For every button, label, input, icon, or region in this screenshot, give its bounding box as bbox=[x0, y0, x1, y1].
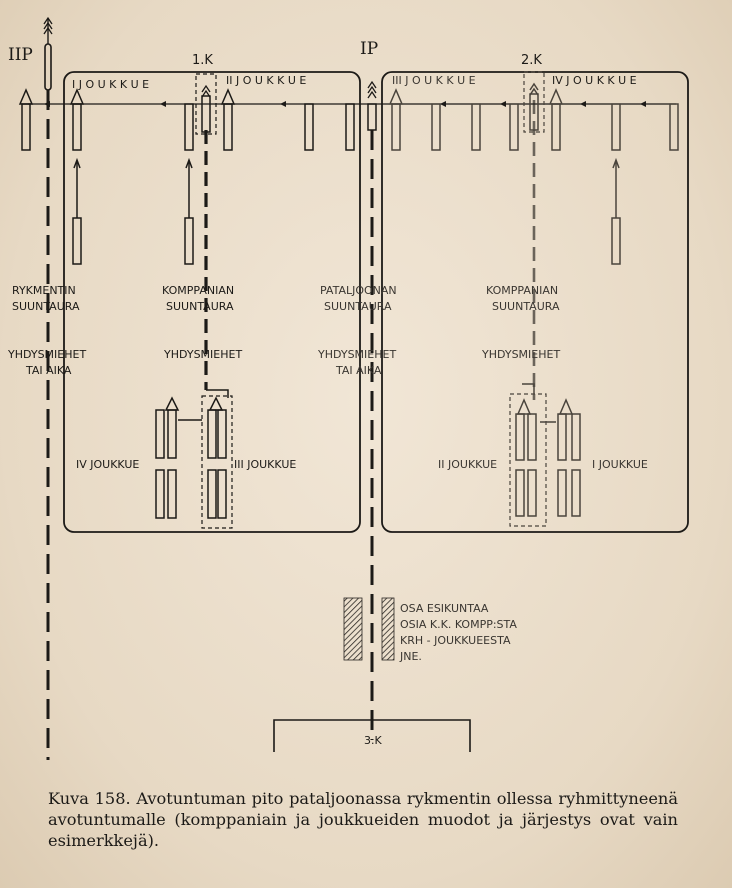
company-1-link-label: YHDYSMIEHET bbox=[163, 348, 242, 361]
hq-label-3: KRH - JOUKKUEESTA bbox=[400, 634, 511, 647]
right-ii-platoon-label: II JOUKKUE bbox=[438, 458, 497, 471]
regiment-ip-label: IIP bbox=[8, 45, 33, 65]
company-1-ip-marker bbox=[201, 84, 211, 98]
platoon-3-label: III J O U K K U E bbox=[392, 74, 476, 87]
battalion-ip-marker bbox=[367, 80, 377, 99]
company-2-hq-frame bbox=[523, 71, 545, 133]
battalion-axis-label-1: PATALJOONAN bbox=[320, 284, 397, 297]
platoon-1-label: I J O U K K U E bbox=[72, 78, 149, 91]
company-3-label: 3.K bbox=[364, 734, 382, 747]
company-2-link-label: YHDYSMIEHET bbox=[481, 348, 560, 361]
company-2-rear-platoons bbox=[515, 383, 581, 517]
company-1-axis-label-2: SUUNTAURA bbox=[166, 300, 234, 313]
platoon-2-label: II J O U K K U E bbox=[226, 74, 306, 87]
company-1-axis-label-1: KOMPPANIAN bbox=[162, 284, 234, 297]
company-2-axis-label-1: KOMPPANIAN bbox=[486, 284, 558, 297]
left-iii-platoon-label: III JOUKKUE bbox=[234, 458, 296, 471]
battalion-link-label-1: YHDYSMIEHET bbox=[317, 348, 396, 361]
front-squads-right bbox=[388, 82, 679, 265]
figure-caption: Kuva 158. Avotuntuman pito pataljoonassa… bbox=[48, 789, 678, 850]
hq-hatched-left bbox=[343, 597, 363, 661]
company-1-rear-frame bbox=[201, 395, 233, 529]
front-squads-left bbox=[18, 88, 377, 265]
regiment-link-label-2: TAI AIKA bbox=[25, 364, 72, 377]
battalion-axis-label-2: SUUNTAURA bbox=[324, 300, 392, 313]
company-2-rear-frame bbox=[509, 393, 547, 527]
hq-label-1: OSA ESIKUNTAA bbox=[400, 602, 489, 615]
regiment-axis-label-2: SUUNTAURA bbox=[12, 300, 80, 313]
formation-diagram: IIP IP 1.K 2.K I J O U K K U E II J O U … bbox=[7, 16, 689, 760]
company-1-area bbox=[63, 71, 361, 533]
platoon-4-label: IV J O U K K U E bbox=[552, 74, 637, 87]
regiment-link-label-1: YHDYSMIEHET bbox=[7, 348, 86, 361]
regiment-ip-marker bbox=[43, 16, 53, 91]
hq-hatched-right bbox=[381, 597, 395, 661]
hq-label-2: OSIA K.K. KOMPP:STA bbox=[400, 618, 517, 631]
contact-line-arrows bbox=[44, 101, 646, 107]
hq-label-4: JNE. bbox=[399, 650, 422, 663]
company-3-bracket bbox=[273, 719, 471, 752]
company-2-label: 2.K bbox=[521, 53, 542, 68]
left-iv-platoon-label: IV JOUKKUE bbox=[76, 458, 139, 471]
battalion-link-label-2: TAI AIKA bbox=[335, 364, 382, 377]
company-2-axis-label-2: SUUNTAURA bbox=[492, 300, 560, 313]
regiment-axis-label-1: RYKMENTIN bbox=[12, 284, 76, 297]
battalion-ip-label: IP bbox=[360, 39, 378, 59]
company-1-rear-platoons bbox=[155, 389, 229, 519]
company-1-label: 1.K bbox=[192, 53, 213, 68]
company-1-hq-frame bbox=[195, 73, 217, 135]
right-i-platoon-label: I JOUKKUE bbox=[592, 458, 648, 471]
